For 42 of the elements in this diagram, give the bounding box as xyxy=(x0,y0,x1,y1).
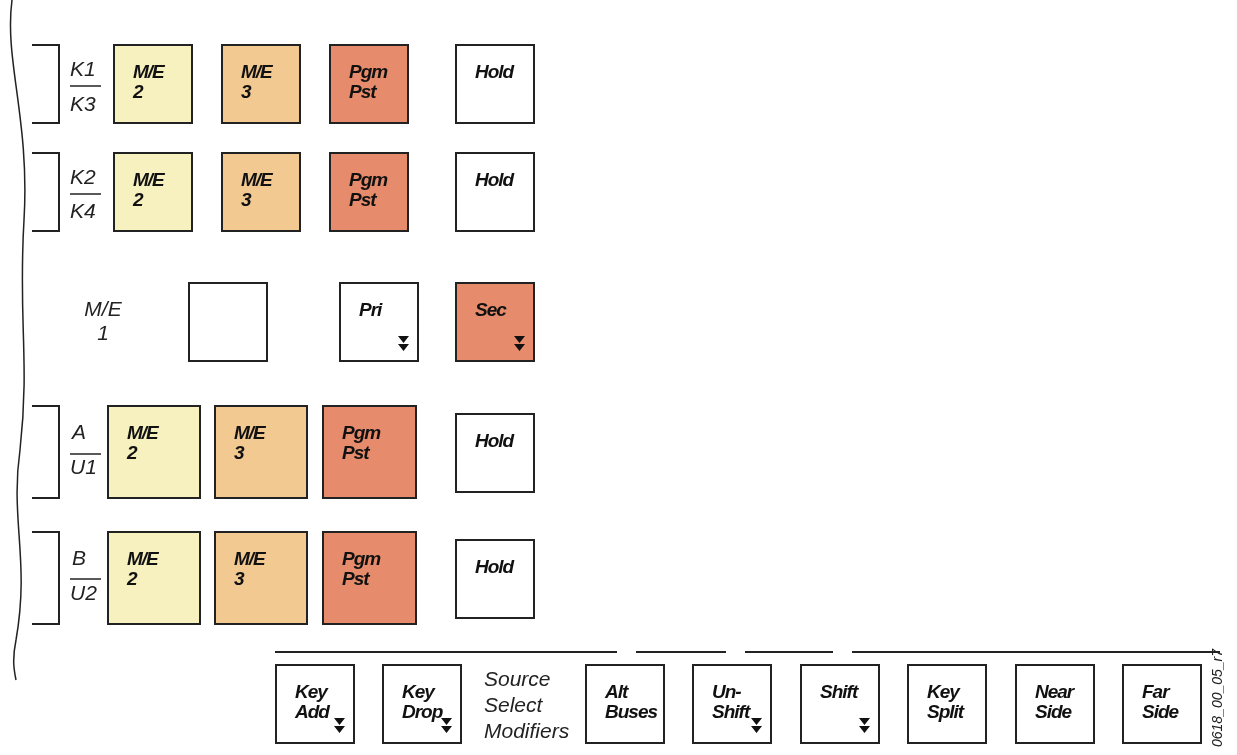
panel-button: Near Side xyxy=(1015,664,1095,744)
panel-button: Hold xyxy=(455,44,535,124)
panel-button: Hold xyxy=(455,413,535,493)
panel-button: Pgm Pst xyxy=(322,405,417,499)
panel-button: M/E 2 xyxy=(113,152,193,232)
figure-id: 0618_00_05_r7 xyxy=(1209,648,1226,748)
panel-button: Alt Buses xyxy=(585,664,665,744)
panel-button: Pri xyxy=(339,282,419,362)
row-label: K4 xyxy=(70,199,97,223)
row-label: K1 xyxy=(70,57,97,81)
panel-button: Hold xyxy=(455,152,535,232)
panel-button: Sec xyxy=(455,282,535,362)
panel-button: Key Drop xyxy=(382,664,462,744)
row-label: M/E 1 xyxy=(83,297,123,345)
row-label: K2 xyxy=(70,165,97,189)
row-label: U2 xyxy=(70,581,98,605)
panel-button: M/E 3 xyxy=(221,44,301,124)
panel-button: M/E 2 xyxy=(107,405,201,499)
cut-off-button xyxy=(32,44,60,124)
panel-button: Key Add xyxy=(275,664,355,744)
cut-off-button xyxy=(32,152,60,232)
panel-button xyxy=(188,282,268,362)
panel-button: M/E 3 xyxy=(214,531,308,625)
row-label: U1 xyxy=(70,455,98,479)
panel-button: Pgm Pst xyxy=(329,152,409,232)
panel-button: M/E 2 xyxy=(107,531,201,625)
panel-button: Hold xyxy=(455,539,535,619)
group-caption: Source Select Modifiers xyxy=(484,666,571,744)
panel-button: M/E 3 xyxy=(214,405,308,499)
panel-button: M/E 3 xyxy=(221,152,301,232)
panel-button: Key Split xyxy=(907,664,987,744)
panel-button: Far Side xyxy=(1122,664,1202,744)
row-label: A xyxy=(72,420,87,444)
cut-off-button xyxy=(32,405,60,499)
panel-button: M/E 2 xyxy=(113,44,193,124)
panel-button: Un-Shift xyxy=(692,664,772,744)
panel-button: Shift xyxy=(800,664,880,744)
panel-button: Pgm Pst xyxy=(322,531,417,625)
row-label: B xyxy=(72,546,87,570)
row-label: K3 xyxy=(70,92,97,116)
panel-button: Pgm Pst xyxy=(329,44,409,124)
cut-off-button xyxy=(32,531,60,625)
